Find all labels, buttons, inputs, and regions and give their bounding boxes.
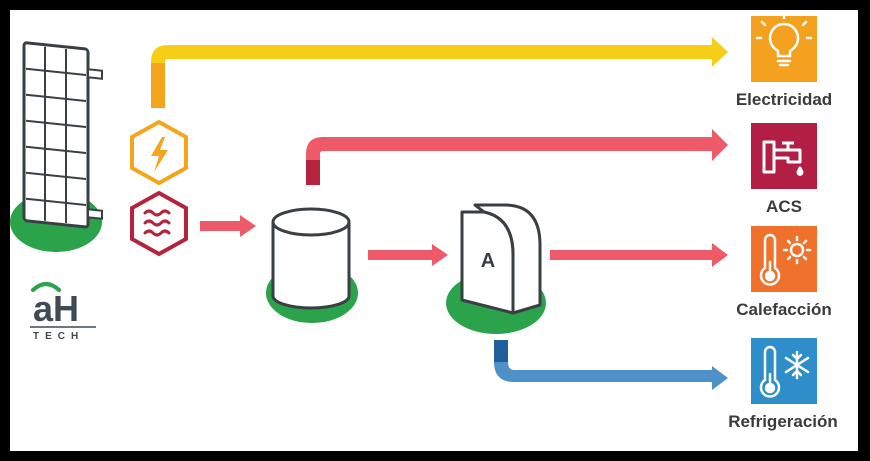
output-box-refrigeracion: [751, 338, 817, 404]
electricity-flow-arrow: [151, 37, 728, 108]
output-box-calefaccion: [751, 226, 817, 292]
storage-tank-icon: [266, 207, 358, 323]
output-label-calefaccion: Calefacción: [736, 300, 832, 319]
solar-panel-icon: [22, 41, 103, 229]
cooling-flow-arrow: [494, 340, 728, 390]
heat-hexagon-icon: [130, 190, 188, 257]
electric-hexagon-icon: [130, 119, 188, 186]
thermometer-sun-icon: [759, 233, 812, 286]
heat-pump-letter: A: [481, 250, 495, 272]
brand-subtitle: TECH: [33, 331, 85, 342]
thermometer-snowflake-icon: [759, 345, 810, 398]
output-label-electricidad: Electricidad: [735, 90, 833, 109]
solar-panel-group: [10, 41, 103, 252]
heating-flow-arrow: [550, 243, 728, 267]
brand-name: aH: [33, 288, 79, 329]
heat-pump-unit-icon: A: [446, 203, 546, 334]
lightbulb-icon: [755, 12, 813, 67]
output-label-acs: ACS: [766, 197, 802, 216]
brand-logo: aH: [30, 282, 96, 329]
output-label-refrigeracion: Refrigeración: [728, 412, 838, 431]
tank-to-heatpump-arrow: [368, 244, 448, 266]
output-box-acs: [751, 123, 817, 189]
heat-to-tank-arrow: [200, 215, 256, 237]
output-box-electricidad: [751, 12, 817, 82]
acs-flow-arrow: [306, 129, 728, 185]
faucet-icon: [762, 140, 804, 176]
